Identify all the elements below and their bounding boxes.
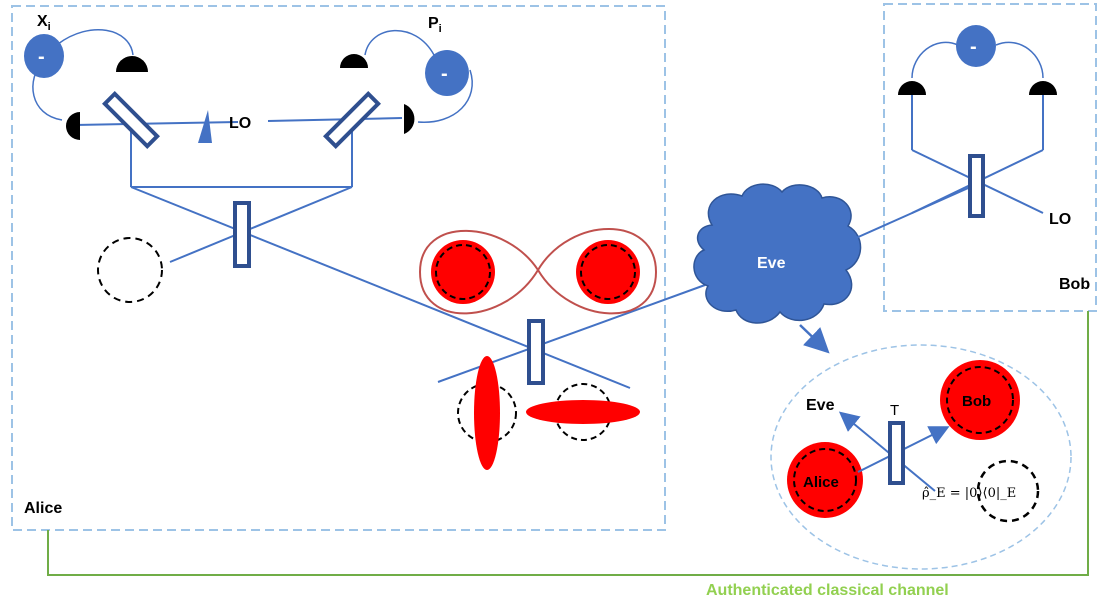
alice-state xyxy=(793,448,857,512)
inset-eve-label: Eve xyxy=(806,397,835,414)
minus-sign: - xyxy=(38,46,45,68)
eve-inset-arrow xyxy=(799,324,830,354)
local-oscillator-icon xyxy=(198,110,212,143)
squeezed-state-vertical xyxy=(474,356,500,470)
alice-detector-wires xyxy=(32,29,473,123)
bob-state xyxy=(946,366,1014,434)
alice-label: Alice xyxy=(24,500,62,517)
alice-box xyxy=(11,5,666,531)
beam-splitter xyxy=(233,201,251,268)
bob-label: Bob xyxy=(1059,276,1090,293)
minus-sign: - xyxy=(970,36,977,58)
beam-splitter xyxy=(102,91,160,149)
minus-node-icon xyxy=(24,34,64,78)
eve-label: Eve xyxy=(757,255,786,272)
photodetector-icon xyxy=(1029,81,1057,95)
coherent-state xyxy=(580,244,636,300)
rho-label: ρ̂_E = |0⟩⟨0|_E xyxy=(922,486,1016,501)
transmission-label: T xyxy=(890,402,899,419)
inset-ellipse xyxy=(770,344,1072,570)
photodetector-icon xyxy=(116,56,148,72)
beam-splitter xyxy=(527,319,545,385)
coherent-state xyxy=(431,240,495,304)
bob-box xyxy=(883,3,1097,312)
minus-sign: - xyxy=(441,63,448,85)
minus-node-icon xyxy=(956,25,996,67)
lo-label: LO xyxy=(229,115,251,132)
transmission-beam-splitter xyxy=(888,421,905,485)
p-label: Pi xyxy=(428,15,442,35)
vacuum-state xyxy=(976,459,1040,523)
eve-cloud xyxy=(693,183,862,324)
minus-node-icon xyxy=(425,50,469,96)
classical-channel-line xyxy=(47,311,1089,576)
photodetector-icon xyxy=(66,112,80,140)
photodetector-icon xyxy=(898,81,926,95)
bob-lo-label: LO xyxy=(1049,211,1071,228)
vacuum-state xyxy=(97,237,163,303)
inset-bob-label: Bob xyxy=(962,393,991,410)
epr-lemniscate xyxy=(418,228,658,315)
bob-state xyxy=(940,360,1020,440)
coherent-state xyxy=(435,244,491,300)
beam-splitter xyxy=(323,91,381,149)
photodetector-icon xyxy=(404,104,415,134)
classical-channel-label: Authenticated classical channel xyxy=(706,582,949,599)
squeezed-state-horizontal xyxy=(526,400,640,424)
x-label: Xi xyxy=(37,13,51,33)
bob-detector-wires xyxy=(911,41,1044,79)
photodetector-icon xyxy=(340,54,368,68)
inset-alice-label: Alice xyxy=(803,474,839,491)
coherent-state xyxy=(576,240,640,304)
alice-state xyxy=(787,442,863,518)
beam-splitter xyxy=(968,154,985,218)
